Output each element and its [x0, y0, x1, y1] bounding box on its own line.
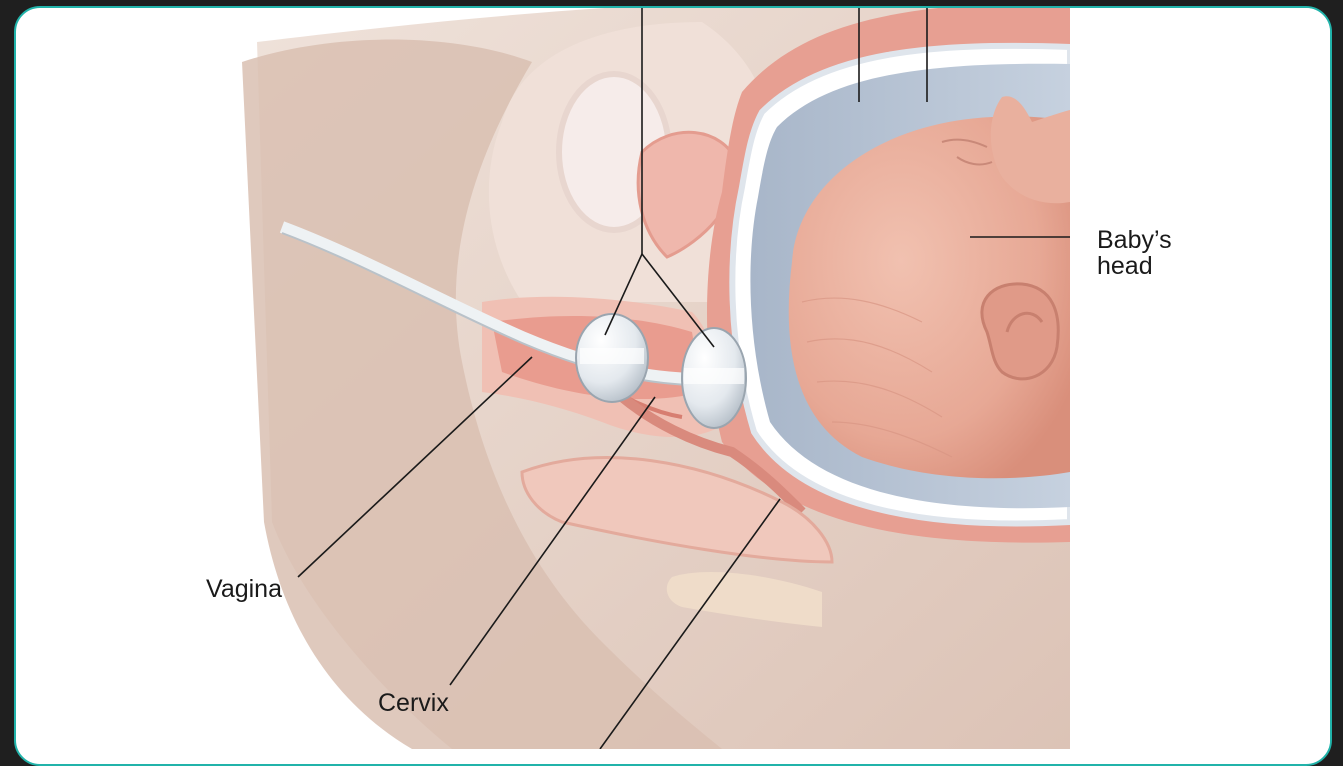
label-cervix: Cervix: [378, 690, 449, 716]
anatomy-illustration: [14, 6, 1332, 749]
label-vagina: Vagina: [206, 576, 282, 602]
label-panel: [1070, 6, 1332, 749]
figure-frame: Vagina Cervix Baby’s head: [14, 6, 1332, 766]
label-babys-head: Baby’s head: [1097, 227, 1217, 279]
